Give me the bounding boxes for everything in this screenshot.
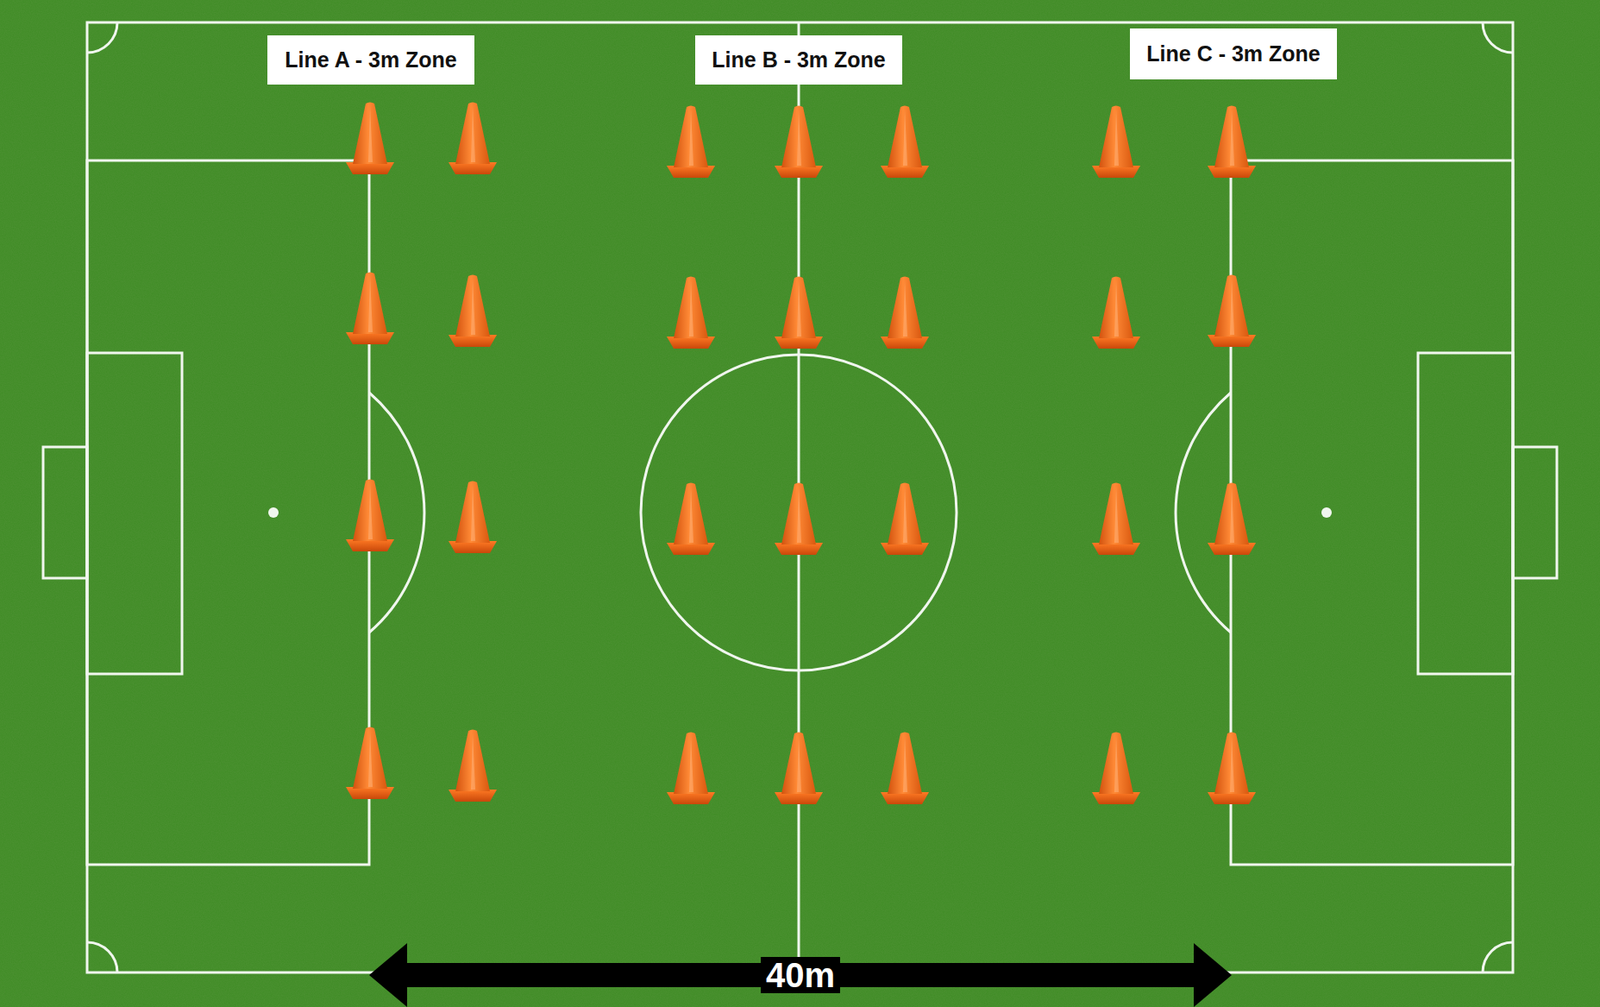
cones bbox=[345, 102, 1256, 805]
zone-label-box: Line C - 3m Zone bbox=[1129, 28, 1337, 80]
dimension-label: 40m bbox=[760, 956, 841, 993]
dimension-arrow bbox=[369, 942, 1232, 1007]
zone-label: Line C - 3m Zone bbox=[1146, 41, 1320, 67]
zone-label-box: Line B - 3m Zone bbox=[695, 35, 903, 85]
zone-label: Line A - 3m Zone bbox=[284, 47, 458, 73]
zone-label: Line B - 3m Zone bbox=[711, 47, 885, 73]
zone-label-box: Line A - 3m Zone bbox=[267, 35, 475, 85]
